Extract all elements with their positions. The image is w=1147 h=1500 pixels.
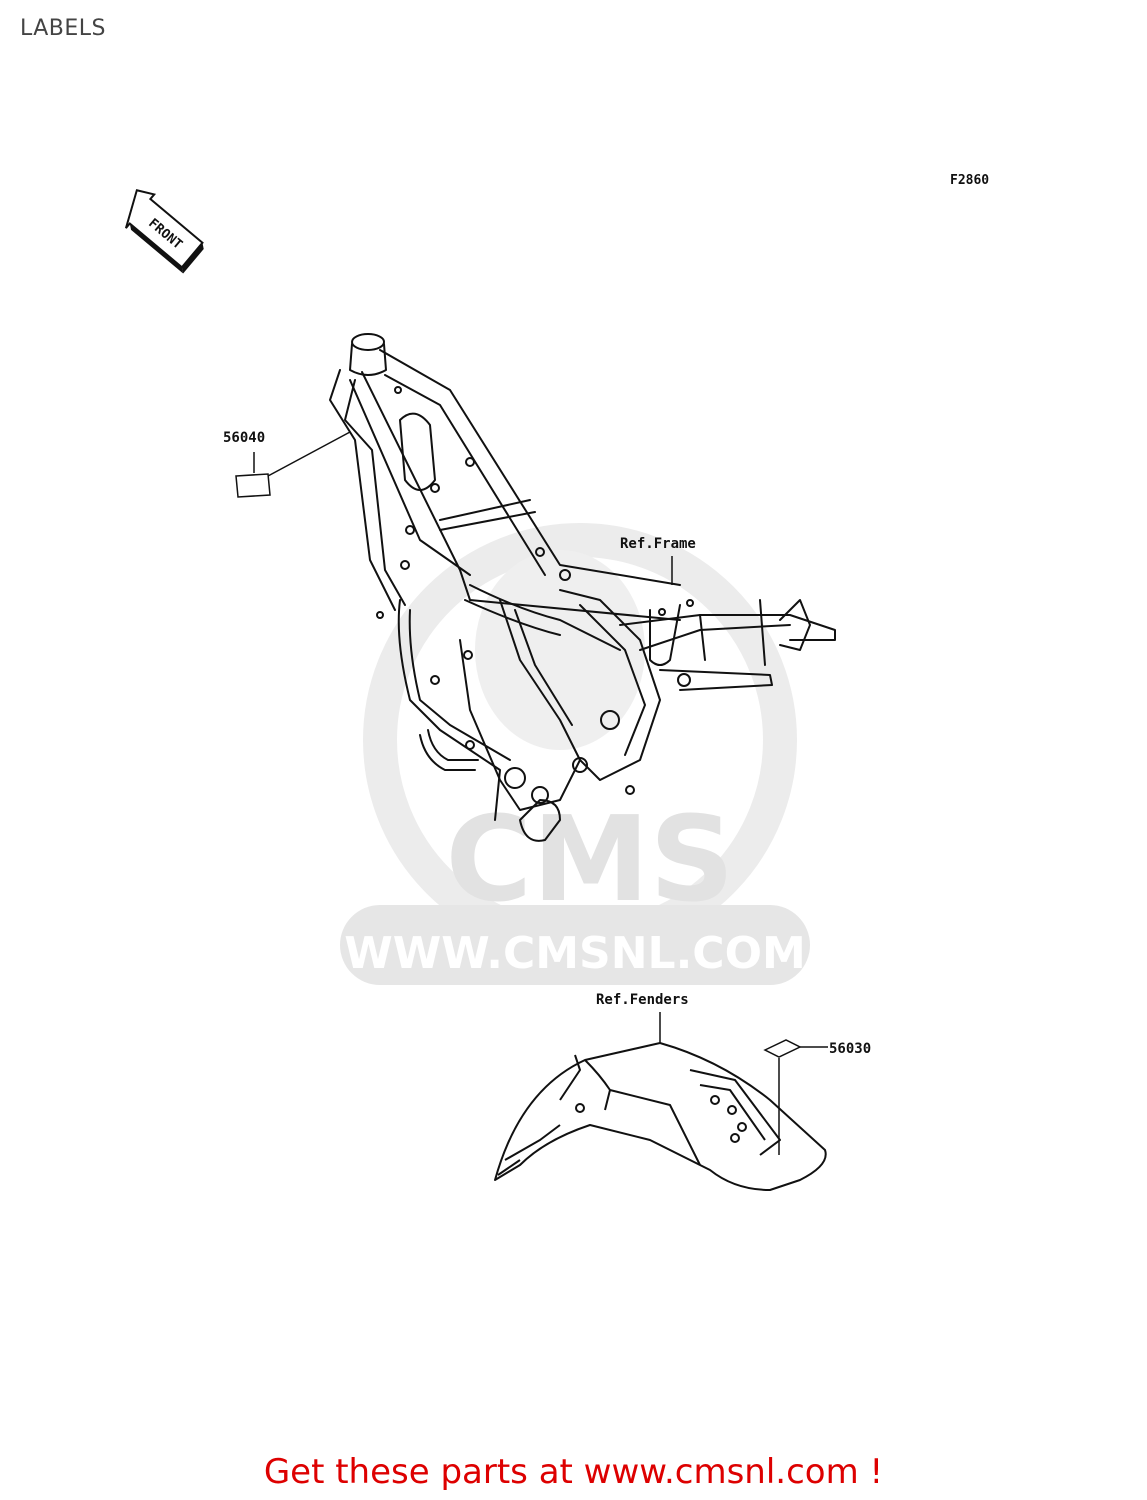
page-title: LABELS: [20, 16, 107, 41]
front-arrow-icon: FRONT: [124, 189, 204, 274]
watermark-brand: CMS: [445, 790, 734, 928]
watermark-url: WWW.CMSNL.COM: [344, 928, 806, 979]
label-56040: 56040: [223, 430, 351, 498]
ref-frame-callout: Ref.Frame: [620, 536, 696, 585]
figure-code: F2860: [950, 173, 989, 188]
footer-parts-link[interactable]: Get these parts at www.cmsnl.com !: [0, 1452, 1147, 1492]
cms-watermark: CMS WWW.CMSNL.COM: [340, 523, 810, 985]
ref-fenders-label: Ref.Fenders: [596, 992, 689, 1008]
label-sticker-icon: [763, 1039, 802, 1058]
label-sticker-icon: [235, 473, 271, 498]
ref-frame-label: Ref.Frame: [620, 536, 696, 552]
rear-fender-drawing: [494, 1042, 827, 1191]
label-56030: 56030: [763, 1039, 871, 1155]
motorcycle-frame-drawing: [329, 333, 836, 842]
ref-fenders-callout: Ref.Fenders: [596, 992, 689, 1044]
part-number-56030: 56030: [829, 1041, 871, 1057]
part-number-56040: 56040: [223, 430, 265, 446]
cmsnl-link[interactable]: Get these parts at www.cmsnl.com !: [263, 1452, 884, 1492]
